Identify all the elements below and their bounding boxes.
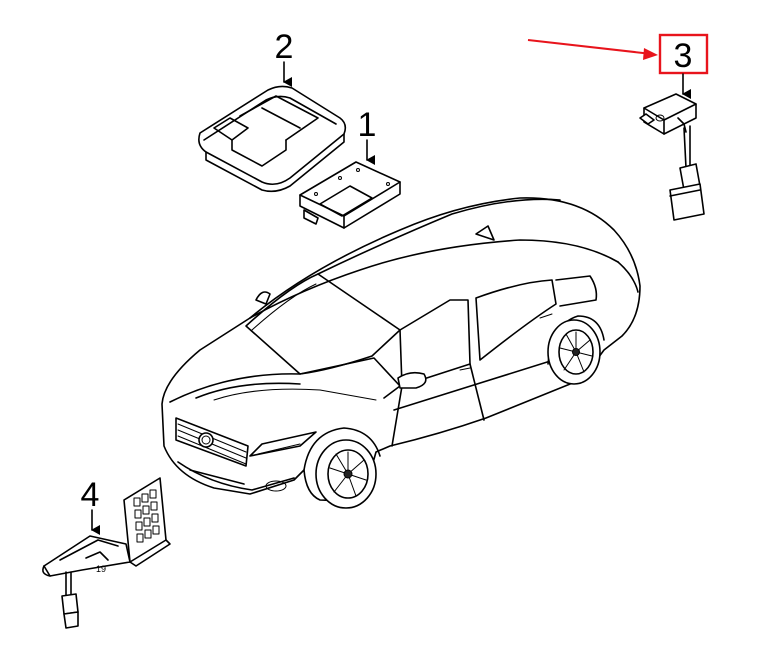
callout-1: 1 bbox=[358, 106, 377, 165]
part-2-cover-tray[interactable] bbox=[198, 85, 347, 193]
callout-3-highlight-arrow bbox=[527, 39, 653, 55]
callout-label-4: 4 bbox=[81, 476, 100, 514]
part-1-control-module[interactable] bbox=[299, 161, 401, 229]
part-3-sensor[interactable] bbox=[639, 93, 705, 221]
svg-text:19: 19 bbox=[96, 564, 106, 574]
car-illustration bbox=[161, 197, 641, 509]
callout-3: 3 bbox=[527, 33, 709, 99]
callout-label-3: 3 bbox=[674, 37, 693, 75]
part-4-grille-bracket[interactable]: 19 bbox=[42, 477, 171, 629]
callout-4: 4 bbox=[81, 476, 100, 535]
callout-label-1: 1 bbox=[358, 106, 377, 144]
callout-3-highlight-box bbox=[658, 33, 709, 75]
callout-3-highlight-arrowhead bbox=[643, 48, 658, 60]
callout-2: 2 bbox=[275, 28, 294, 87]
callout-label-2: 2 bbox=[275, 28, 294, 66]
